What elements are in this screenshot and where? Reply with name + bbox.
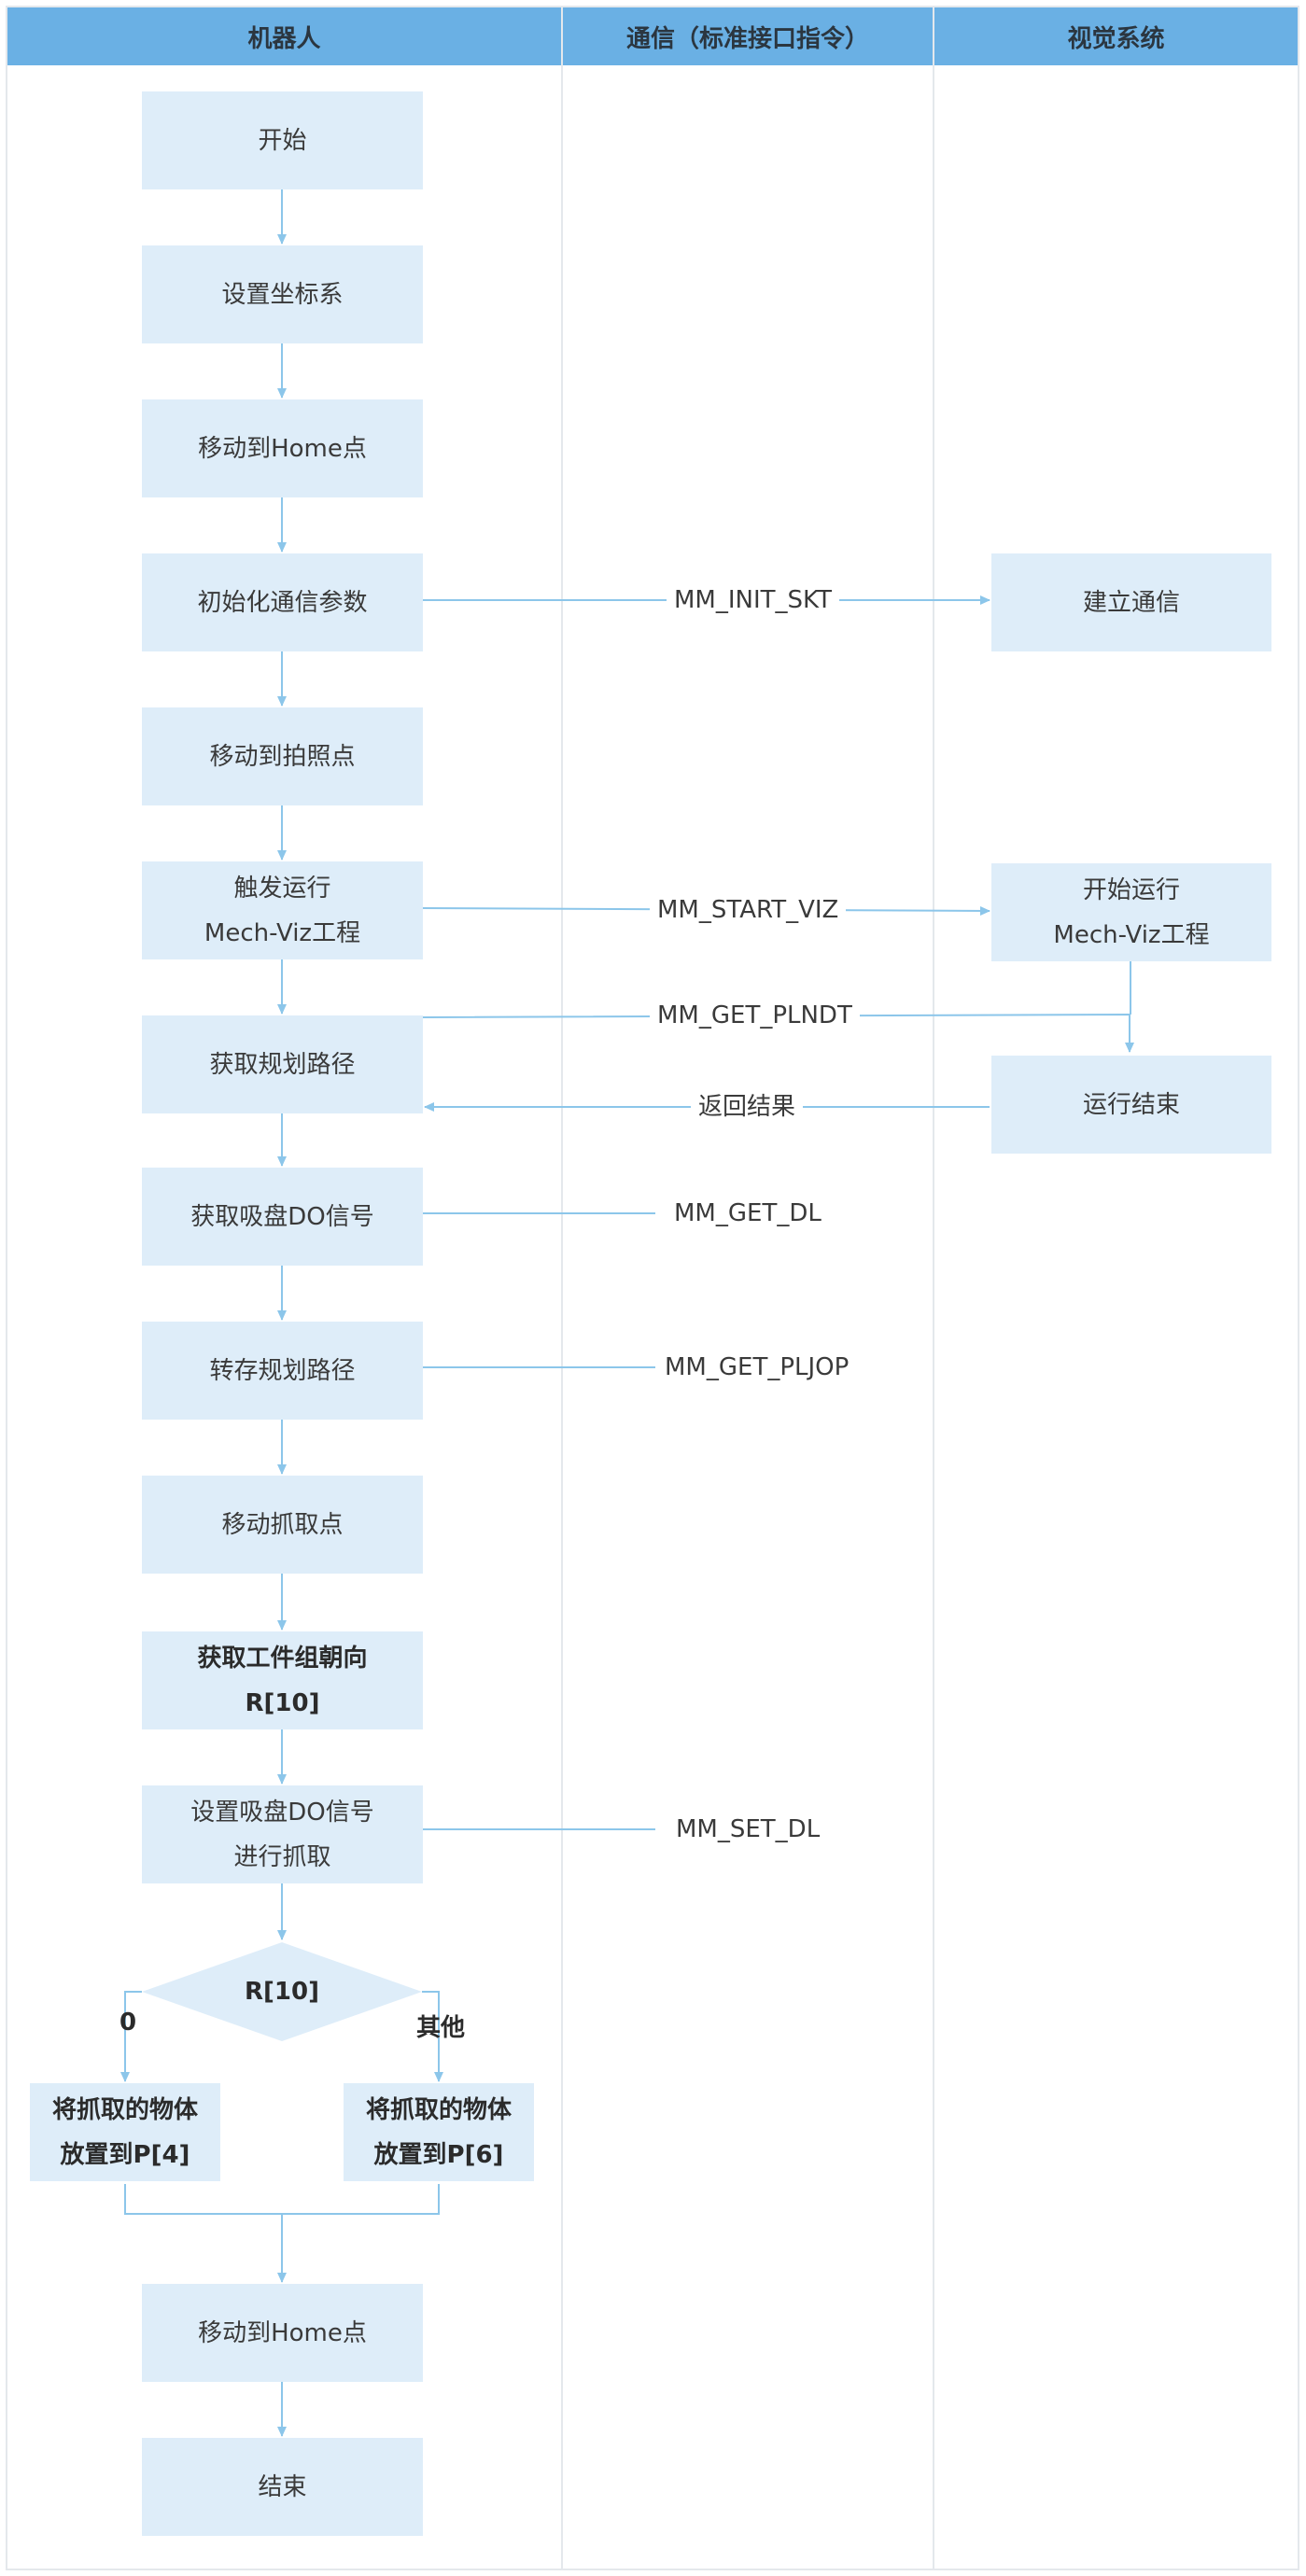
branch-label-other: 其他	[416, 2014, 466, 2042]
node-move-home-label: 移动到Home点	[198, 434, 367, 463]
branch-label-zero: 0	[119, 2009, 137, 2037]
node-get-orient: 获取工件组朝向 R[10]	[142, 1631, 423, 1729]
node-get-do: 获取吸盘DO信号	[142, 1168, 423, 1266]
node-end-label: 结束	[258, 2472, 307, 2501]
node-set-coord-label: 设置坐标系	[221, 280, 344, 309]
node-place-p6-line1: 将抓取的物体	[365, 2095, 512, 2124]
node-set-do: 设置吸盘DO信号 进行抓取	[142, 1785, 423, 1883]
lane-header-comm: 通信（标准接口指令）	[563, 7, 933, 65]
node-establish-comm: 建立通信	[991, 553, 1271, 651]
node-get-orient-line1: 获取工件组朝向	[197, 1644, 368, 1673]
node-place-p4: 将抓取的物体 放置到P[4]	[30, 2083, 220, 2181]
edge-label-get-pljop: MM_GET_PLJOP	[657, 1351, 857, 1384]
node-place-p6: 将抓取的物体 放置到P[6]	[344, 2083, 534, 2181]
node-save-path: 转存规划路径	[142, 1322, 423, 1420]
node-trigger-line1: 触发运行	[233, 874, 331, 903]
lane-header-robot: 机器人	[7, 7, 561, 65]
node-trigger-line2: Mech-Viz工程	[204, 918, 361, 947]
node-start-run: 开始运行 Mech-Viz工程	[991, 863, 1271, 961]
node-start-label: 开始	[258, 126, 307, 155]
node-start-run-line2: Mech-Viz工程	[1053, 920, 1210, 949]
node-move-home-end-label: 移动到Home点	[198, 2318, 367, 2347]
node-set-do-line2: 进行抓取	[233, 1842, 331, 1871]
lane-divider-1	[561, 6, 563, 2570]
node-save-path-label: 转存规划路径	[209, 1356, 356, 1385]
node-place-p4-line1: 将抓取的物体	[51, 2095, 198, 2124]
node-set-coord: 设置坐标系	[142, 245, 423, 343]
node-start-run-line1: 开始运行	[1082, 875, 1180, 904]
node-end: 结束	[142, 2438, 423, 2536]
node-set-do-line1: 设置吸盘DO信号	[190, 1798, 374, 1827]
node-move-home-end: 移动到Home点	[142, 2284, 423, 2382]
lane-divider-2	[933, 6, 934, 2570]
node-get-do-label: 获取吸盘DO信号	[190, 1202, 374, 1231]
node-move-photo: 移动到拍照点	[142, 707, 423, 805]
node-trigger-viz: 触发运行 Mech-Viz工程	[142, 861, 423, 959]
edge-label-get-plndt: MM_GET_PLNDT	[650, 999, 860, 1032]
node-place-p4-line2: 放置到P[4]	[60, 2140, 190, 2169]
node-init-comm-label: 初始化通信参数	[197, 588, 368, 617]
node-move-photo-label: 移动到拍照点	[209, 742, 356, 771]
edge-decision-zero	[120, 1991, 142, 2082]
node-establish-comm-label: 建立通信	[1082, 588, 1180, 617]
node-init-comm: 初始化通信参数	[142, 553, 423, 651]
edge-label-start-viz: MM_START_VIZ	[650, 893, 847, 927]
node-start: 开始	[142, 91, 423, 189]
decision-diamond	[142, 1942, 422, 2041]
node-move-home: 移动到Home点	[142, 399, 423, 497]
node-run-end-label: 运行结束	[1082, 1090, 1180, 1119]
decision-label: R[10]	[245, 1978, 319, 2006]
edge-label-init-skt: MM_INIT_SKT	[667, 583, 839, 617]
edge-merge	[124, 2184, 440, 2215]
lane-header-vision: 视觉系统	[934, 7, 1298, 65]
node-move-pick-label: 移动抓取点	[221, 1510, 344, 1539]
swimlane-frame	[6, 6, 1299, 2570]
edge-label-set-dl: MM_SET_DL	[668, 1813, 828, 1846]
node-move-pick: 移动抓取点	[142, 1476, 423, 1574]
node-get-path-label: 获取规划路径	[209, 1050, 356, 1079]
edge-label-get-dl: MM_GET_DL	[667, 1197, 829, 1230]
node-get-orient-line2: R[10]	[245, 1688, 320, 1717]
edge-decision-other	[422, 1991, 443, 2082]
node-place-p6-line2: 放置到P[6]	[373, 2140, 504, 2169]
node-run-end: 运行结束	[991, 1056, 1271, 1154]
node-get-path: 获取规划路径	[142, 1015, 423, 1113]
edge-label-return-result: 返回结果	[691, 1090, 804, 1124]
